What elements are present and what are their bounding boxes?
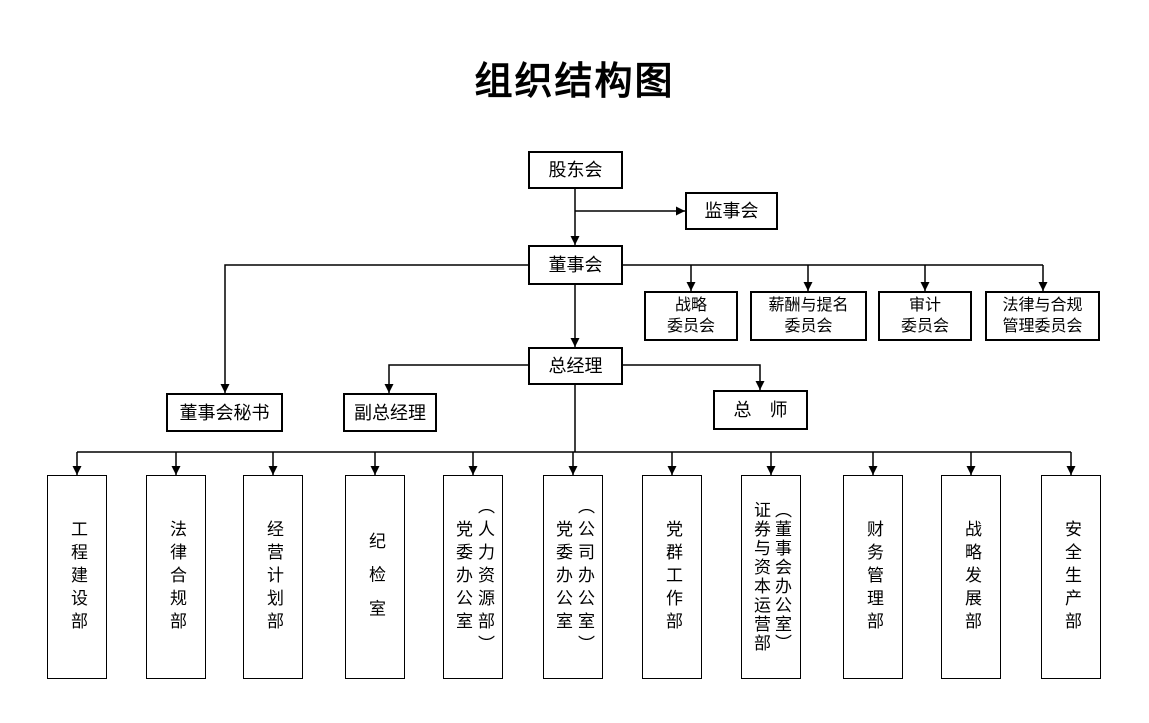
node-dept-finance-management-label: 财务管理部 <box>864 519 883 635</box>
node-shareholders-label: 股东会 <box>548 160 603 180</box>
node-dept-safety-production-label: 安全生产部 <box>1062 519 1081 635</box>
node-dept-strategy-development: 战略发展部 <box>941 475 1001 679</box>
node-strategy-committee: 战略 委员会 <box>644 291 738 341</box>
node-dept-strategy-development-label: 战略发展部 <box>962 519 981 635</box>
node-board-of-directors: 董事会 <box>528 245 623 285</box>
node-dept-party-mass-work-label: 党群工作部 <box>663 519 682 635</box>
node-dept-party-mass-work: 党群工作部 <box>642 475 702 679</box>
node-legal-compliance-committee-label: 法律与合规 管理委员会 <box>1002 297 1083 335</box>
node-board-of-directors-label: 董事会 <box>548 255 603 275</box>
node-chief-engineer-label: 总 师 <box>733 400 788 420</box>
node-board-secretary: 董事会秘书 <box>166 393 283 432</box>
node-dept-business-planning-label: 经营计划部 <box>264 519 283 635</box>
node-dept-business-planning: 经营计划部 <box>243 475 303 679</box>
node-dept-party-committee-office-hr: 党委办公室 （人力资源部） <box>443 475 503 679</box>
node-dept-finance-management: 财务管理部 <box>843 475 903 679</box>
node-dept-legal-compliance-label: 法律合规部 <box>167 519 186 635</box>
node-dept-engineering-construction: 工程建设部 <box>47 475 107 679</box>
node-dept-party-committee-office-company: 党委办公室 （公司办公室） <box>543 475 603 679</box>
node-dept-party-committee-office-company-label: 党委办公室 （公司办公室） <box>553 496 594 658</box>
node-general-manager-label: 总经理 <box>548 356 603 376</box>
node-supervisory-board-label: 监事会 <box>704 201 759 221</box>
node-board-secretary-label: 董事会秘书 <box>179 402 270 423</box>
node-dept-discipline-inspection: 纪 检 室 <box>345 475 405 679</box>
node-general-manager: 总经理 <box>528 347 623 385</box>
node-dept-safety-production: 安全生产部 <box>1041 475 1101 679</box>
node-dept-securities-capital-operations: 证券与资本运营部 （董事会办公室） <box>741 475 801 679</box>
node-remuneration-nomination-committee-label: 薪酬与提名 委员会 <box>768 297 849 335</box>
node-strategy-committee-label: 战略 委员会 <box>666 297 715 335</box>
node-audit-committee-label: 审计 委员会 <box>900 297 949 335</box>
node-deputy-general-manager: 副总经理 <box>343 393 437 432</box>
node-chief-engineer: 总 师 <box>713 390 808 430</box>
node-legal-compliance-committee: 法律与合规 管理委员会 <box>985 291 1100 341</box>
node-dept-securities-capital-operations-label: 证券与资本运营部 （董事会办公室） <box>751 501 791 653</box>
page-title: 组织结构图 <box>474 61 675 103</box>
node-shareholders: 股东会 <box>528 151 623 189</box>
node-dept-engineering-construction-label: 工程建设部 <box>68 519 87 635</box>
node-remuneration-nomination-committee: 薪酬与提名 委员会 <box>750 291 867 341</box>
node-supervisory-board: 监事会 <box>685 192 778 230</box>
node-dept-legal-compliance: 法律合规部 <box>146 475 206 679</box>
node-dept-party-committee-office-hr-label: 党委办公室 （人力资源部） <box>453 496 494 658</box>
node-deputy-general-manager-label: 副总经理 <box>354 402 426 423</box>
node-audit-committee: 审计 委员会 <box>878 291 972 341</box>
node-dept-discipline-inspection-label: 纪 检 室 <box>366 531 385 623</box>
